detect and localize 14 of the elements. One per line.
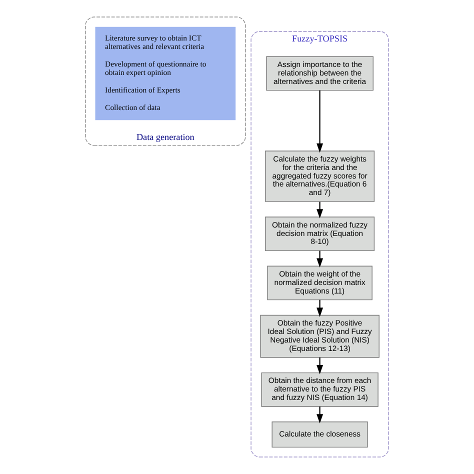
node-box: Calculate the closeness — [272, 422, 368, 448]
node-box: Obtain the normalized fuzzy decision matrix (Equation 8-10) — [265, 216, 375, 252]
node-box: Obtain the weight of the normalized decision matrix Equations (11) — [267, 266, 372, 300]
arrow — [316, 90, 324, 153]
arrow — [316, 250, 324, 268]
node-box: Literature survey to obtain ICT alternatives and relevant criteria Development of questionnaire to obtain expert opinion Identification of Experts Collection of data — [95, 26, 236, 120]
arrow — [316, 202, 324, 218]
node-box: Obtain the fuzzy Positive Ideal Solution (PIS) and Fuzzy Negative Ideal Solution (NIS) (Equations 12-13) — [260, 314, 380, 358]
arrow — [316, 358, 324, 374]
arrow — [316, 300, 324, 317]
node-box: Calculate the fuzzy weights for the criteria and the aggregated fuzzy scores for the alternatives.(Equation 6 and 7) — [265, 150, 375, 202]
arrow — [316, 406, 324, 424]
node-box: Assign importance to the relationship between the alternatives and the criteria — [266, 56, 374, 91]
node-box: Obtain the distance from each alternative to the fuzzy PIS and fuzzy NIS (Equation 14) — [261, 372, 378, 407]
